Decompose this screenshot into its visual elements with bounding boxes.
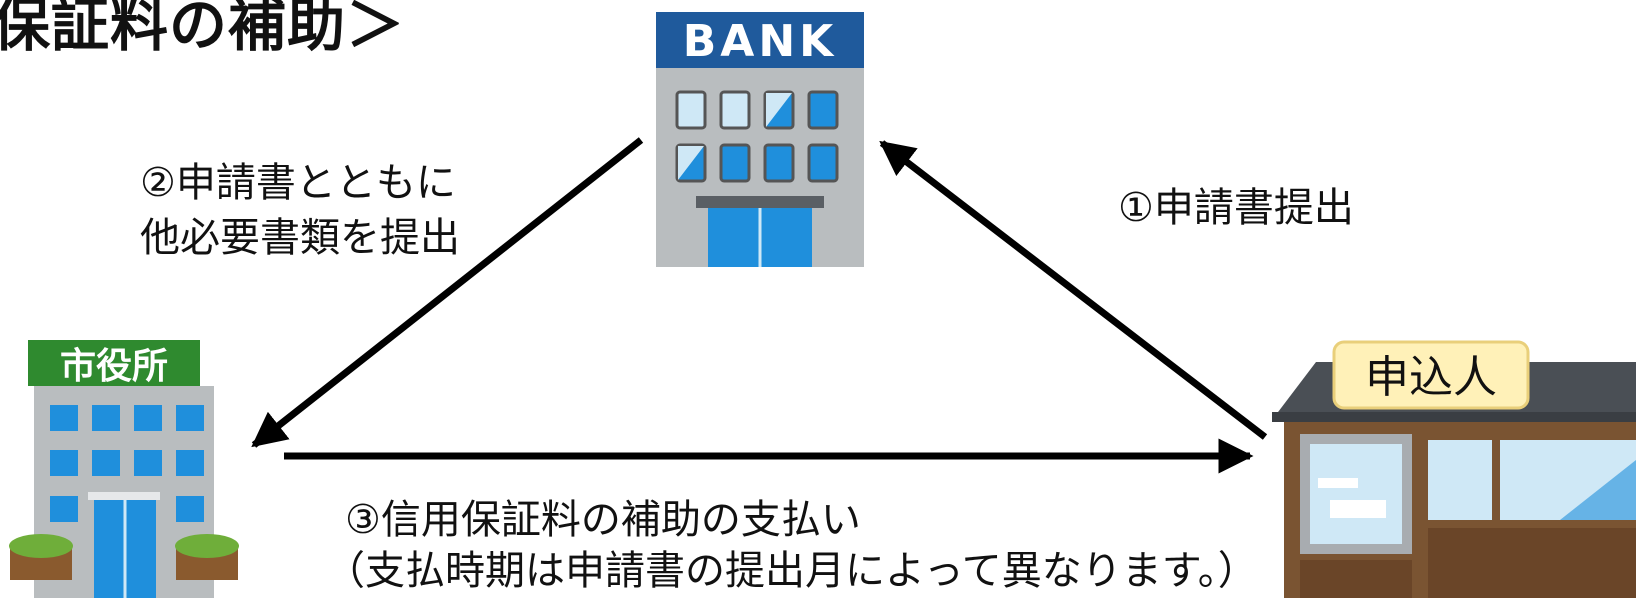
step2-label-line2: 他必要書類を提出 xyxy=(140,215,460,261)
city-hall-sign: 市役所 xyxy=(60,346,168,387)
page-title: 保証料の補助＞ xyxy=(0,0,406,59)
arrow-step1 xyxy=(879,140,1268,440)
step3-label-line2: （支払時期は申請書の提出月によって異なります。） xyxy=(325,548,1258,594)
step2-label-line1: ②申請書とともに xyxy=(140,160,456,206)
applicant-shop-icon: 申込人 xyxy=(1272,340,1636,598)
city-hall-building-icon: 市役所 xyxy=(9,340,239,598)
step1-label: ①申請書提出 xyxy=(1118,185,1354,231)
bank-building-icon: BANK xyxy=(656,12,864,267)
step3-label-line1: ③信用保証料の補助の支払い xyxy=(345,497,861,543)
applicant-sign-text: 申込人 xyxy=(1365,352,1497,403)
bank-sign: BANK xyxy=(683,16,838,67)
arrow-step2 xyxy=(251,137,644,448)
applicant-sign xyxy=(1332,340,1530,410)
